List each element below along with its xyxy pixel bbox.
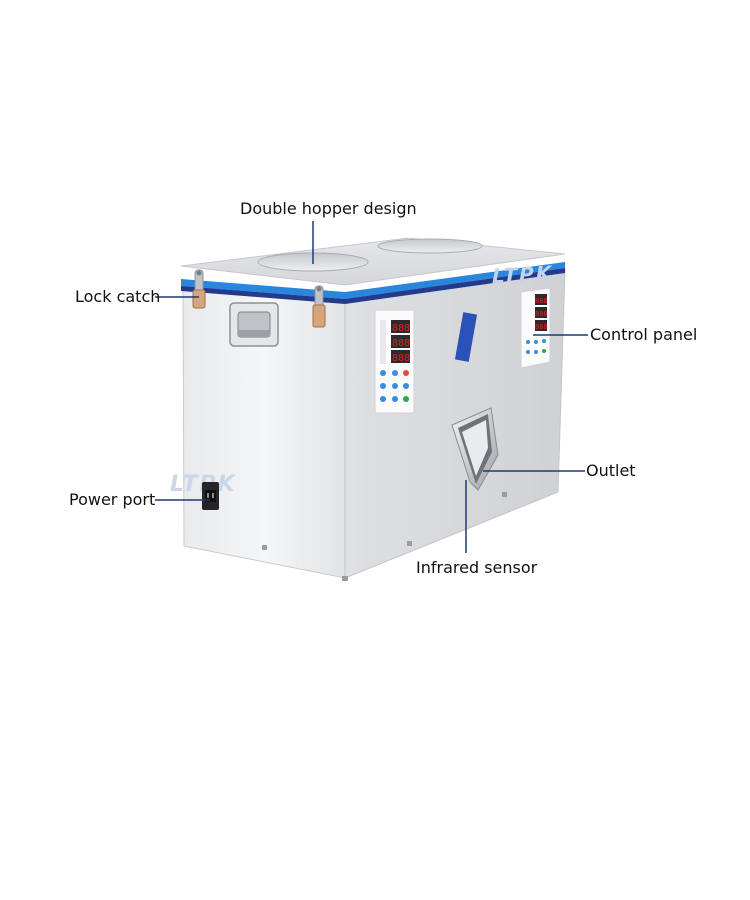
- display-readout: 888: [392, 353, 410, 364]
- control-panel-right: 888 888 888: [520, 287, 551, 369]
- brand-logo-side: LTPK: [492, 261, 553, 288]
- accent-stripe-dark: [181, 268, 565, 304]
- display-readout: 888: [535, 310, 548, 318]
- power-port: [202, 482, 219, 510]
- callout-lock-catch: Lock catch: [75, 287, 161, 306]
- display-readout: 888: [535, 297, 548, 305]
- side-handle: [229, 302, 279, 347]
- display-readout: 888: [392, 338, 410, 349]
- lock-catch-right: [312, 285, 326, 328]
- display-readout: 888: [535, 323, 548, 331]
- callout-outlet: Outlet: [586, 461, 636, 480]
- callout-power-port: Power port: [69, 490, 156, 509]
- display-readout: 888: [392, 323, 410, 334]
- machine-body: [180, 237, 566, 581]
- foot: [407, 541, 412, 546]
- hopper-opening: [377, 238, 483, 254]
- accent-stripe-light: [181, 262, 565, 299]
- callout-control-panel: Control panel: [590, 325, 698, 344]
- control-panel-left: 888 888 888: [374, 309, 415, 414]
- lock-catch-left: [192, 269, 206, 309]
- foot: [342, 576, 348, 581]
- hopper-openings: [257, 238, 483, 272]
- foot: [262, 545, 267, 550]
- callout-double-hopper: Double hopper design: [240, 199, 417, 218]
- foot: [502, 492, 507, 497]
- outlet-chute: [451, 407, 499, 491]
- callout-infrared-sensor: Infrared sensor: [416, 558, 538, 577]
- model-label-strip: [454, 312, 478, 362]
- leader-lines: [155, 221, 588, 553]
